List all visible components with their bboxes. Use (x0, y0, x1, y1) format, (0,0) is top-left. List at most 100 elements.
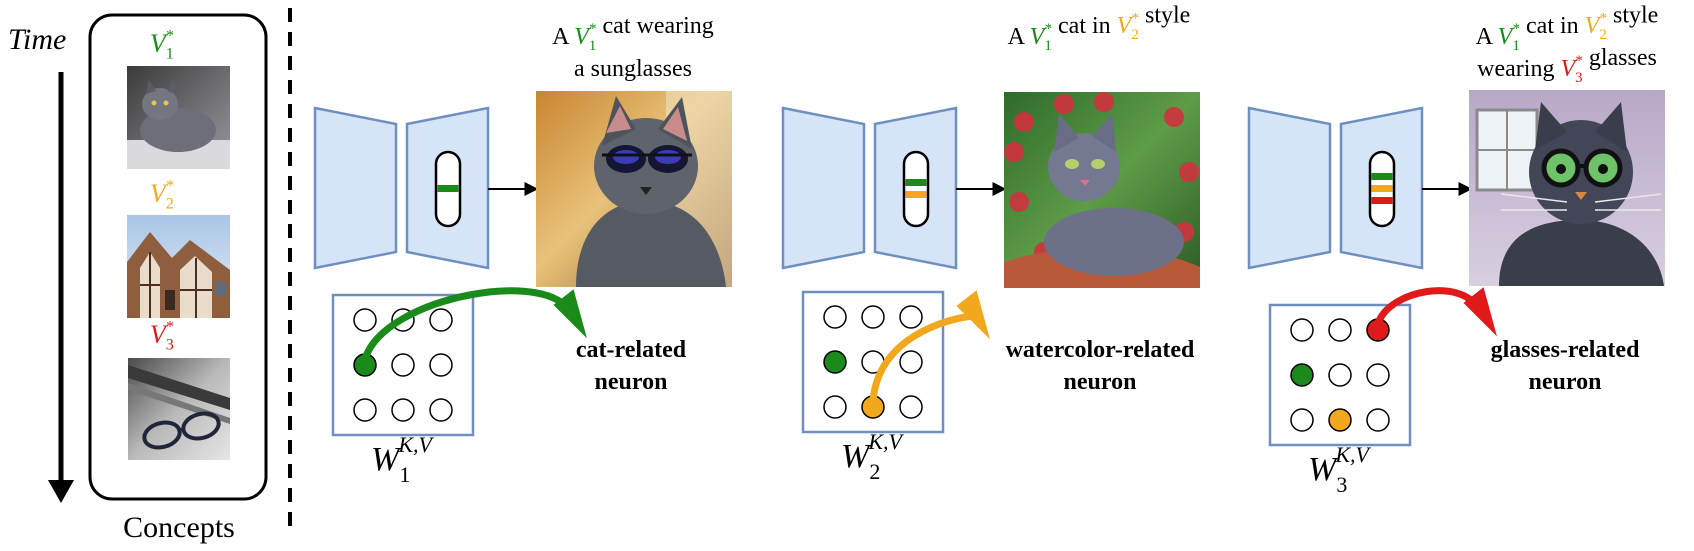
prompt-text: style (1607, 2, 1658, 28)
concept-token-sub: 2 (1131, 27, 1138, 43)
timeline: Time (8, 23, 74, 503)
concept-v2-label: V2 * (150, 177, 174, 212)
neuron-inactive (1328, 318, 1352, 342)
concept-image-cat (127, 66, 230, 169)
neuron-inactive (1290, 408, 1314, 432)
neuron-inactive (899, 350, 923, 374)
neuron-arrow (361, 287, 575, 361)
neuron-inactive (1366, 363, 1390, 387)
token-bar-orange (905, 191, 927, 198)
neuron-label-line-2: neuron (595, 369, 668, 395)
prompt-line-1: A V1* cat wearing (552, 13, 714, 54)
token-capsule (902, 150, 930, 228)
weight-label: W3K,V (1308, 442, 1372, 497)
neuron-inactive (429, 398, 453, 422)
concept-sup: * (166, 318, 174, 335)
concept-token: V (1117, 13, 1134, 39)
concepts-box (88, 13, 268, 501)
token-bar-green (905, 179, 927, 186)
neuron-inactive (429, 308, 453, 332)
weight-sup: K,V (1334, 442, 1371, 467)
encoder-block (1247, 106, 1332, 270)
concept-token-sub: 1 (1512, 38, 1519, 54)
weight-symbol: W (841, 438, 872, 475)
concept-token-sub: 2 (1599, 27, 1606, 43)
neuron-green (823, 350, 847, 374)
concept-token-sup: * (1132, 10, 1139, 26)
neuron-inactive (1290, 318, 1314, 342)
token-bar-green (437, 185, 459, 192)
encoder-block (781, 106, 866, 270)
neuron-inactive (429, 353, 453, 377)
neuron-label-line-2: neuron (1529, 369, 1602, 395)
weight-label: W1K,V (371, 432, 435, 487)
weight-label: W2K,V (841, 429, 905, 484)
time-label: Time (8, 23, 66, 56)
token-bar-green (1371, 173, 1393, 180)
neuron-arrow-head (553, 289, 587, 339)
concept-token-sub: 1 (589, 38, 596, 54)
neuron-arrow-head (1463, 287, 1497, 337)
concept-token: V (1498, 24, 1515, 50)
concept-token-sup: * (1513, 21, 1520, 37)
concept-sub: 1 (166, 46, 174, 63)
concept-symbol: V (150, 320, 169, 349)
weight-sub: 1 (399, 462, 410, 487)
prompt-text: a sunglasses (574, 56, 692, 82)
neuron-green (1290, 363, 1314, 387)
concept-symbol: V (150, 29, 169, 58)
prompt-line-1: A V1* cat in V2* style (1476, 2, 1659, 54)
neuron-label: glasses-related neuron (1491, 337, 1641, 395)
prompt-line-2: wearing V3* glasses (1477, 45, 1657, 86)
concept-image-house (127, 215, 230, 318)
prompt-text: style (1139, 2, 1190, 28)
concepts-label: Concepts (123, 511, 235, 544)
generated-image-watercolor-cat (1004, 92, 1200, 288)
prompt-line-2: a sunglasses (574, 56, 692, 82)
prompt-text: cat in (1520, 13, 1585, 39)
neuron-inactive (1366, 408, 1390, 432)
token-bar-red (1371, 197, 1393, 204)
neuron-inactive (391, 353, 415, 377)
concept-token-sub: 3 (1575, 70, 1582, 86)
neuron-inactive (1328, 363, 1352, 387)
weight-sup: K,V (397, 432, 434, 457)
time-arrow-head (48, 480, 74, 503)
prompt-text: glasses (1583, 45, 1657, 71)
encoder-block (313, 106, 398, 270)
neuron-arrow-head (956, 290, 990, 340)
concept-symbol: V (150, 179, 169, 208)
weight-sub: 2 (869, 459, 880, 484)
prompt-text: A (552, 24, 574, 50)
neuron-inactive (823, 305, 847, 329)
concept-v3-label: V3 * (150, 318, 174, 353)
prompt: A V1* cat in V2* style (1008, 2, 1191, 54)
concept-token-sup: * (1045, 21, 1052, 37)
concept-sup: * (166, 177, 174, 194)
weight-sub: 3 (1336, 472, 1347, 497)
stage-2: A V1* cat in V2* styleW2K,Vwatercolor-re… (781, 2, 1200, 484)
concept-token-sup: * (1600, 10, 1607, 26)
concept-token-sub: 1 (1044, 38, 1051, 54)
neuron-inactive (899, 305, 923, 329)
prompt-line-1: A V1* cat in V2* style (1008, 2, 1191, 54)
token-bar-orange (1371, 185, 1393, 192)
concept-sub: 3 (166, 337, 174, 354)
neuron-label-line-1: watercolor-related (1006, 337, 1195, 363)
prompt-text: cat in (1052, 13, 1117, 39)
generated-image-watercolor-cat-with-glasses (1469, 90, 1665, 286)
concept-sup: * (166, 27, 174, 44)
neuron-label-line-1: glasses-related (1491, 337, 1641, 363)
prompt-text: A (1476, 24, 1498, 50)
concept-token-sup: * (589, 21, 596, 37)
prompt-text: A (1008, 24, 1030, 50)
concept-token-sup: * (1575, 53, 1582, 69)
concept-sub: 2 (166, 196, 174, 213)
concept-token: V (574, 24, 591, 50)
neuron-grid (1268, 303, 1412, 447)
concept-image-glasses (128, 358, 230, 460)
